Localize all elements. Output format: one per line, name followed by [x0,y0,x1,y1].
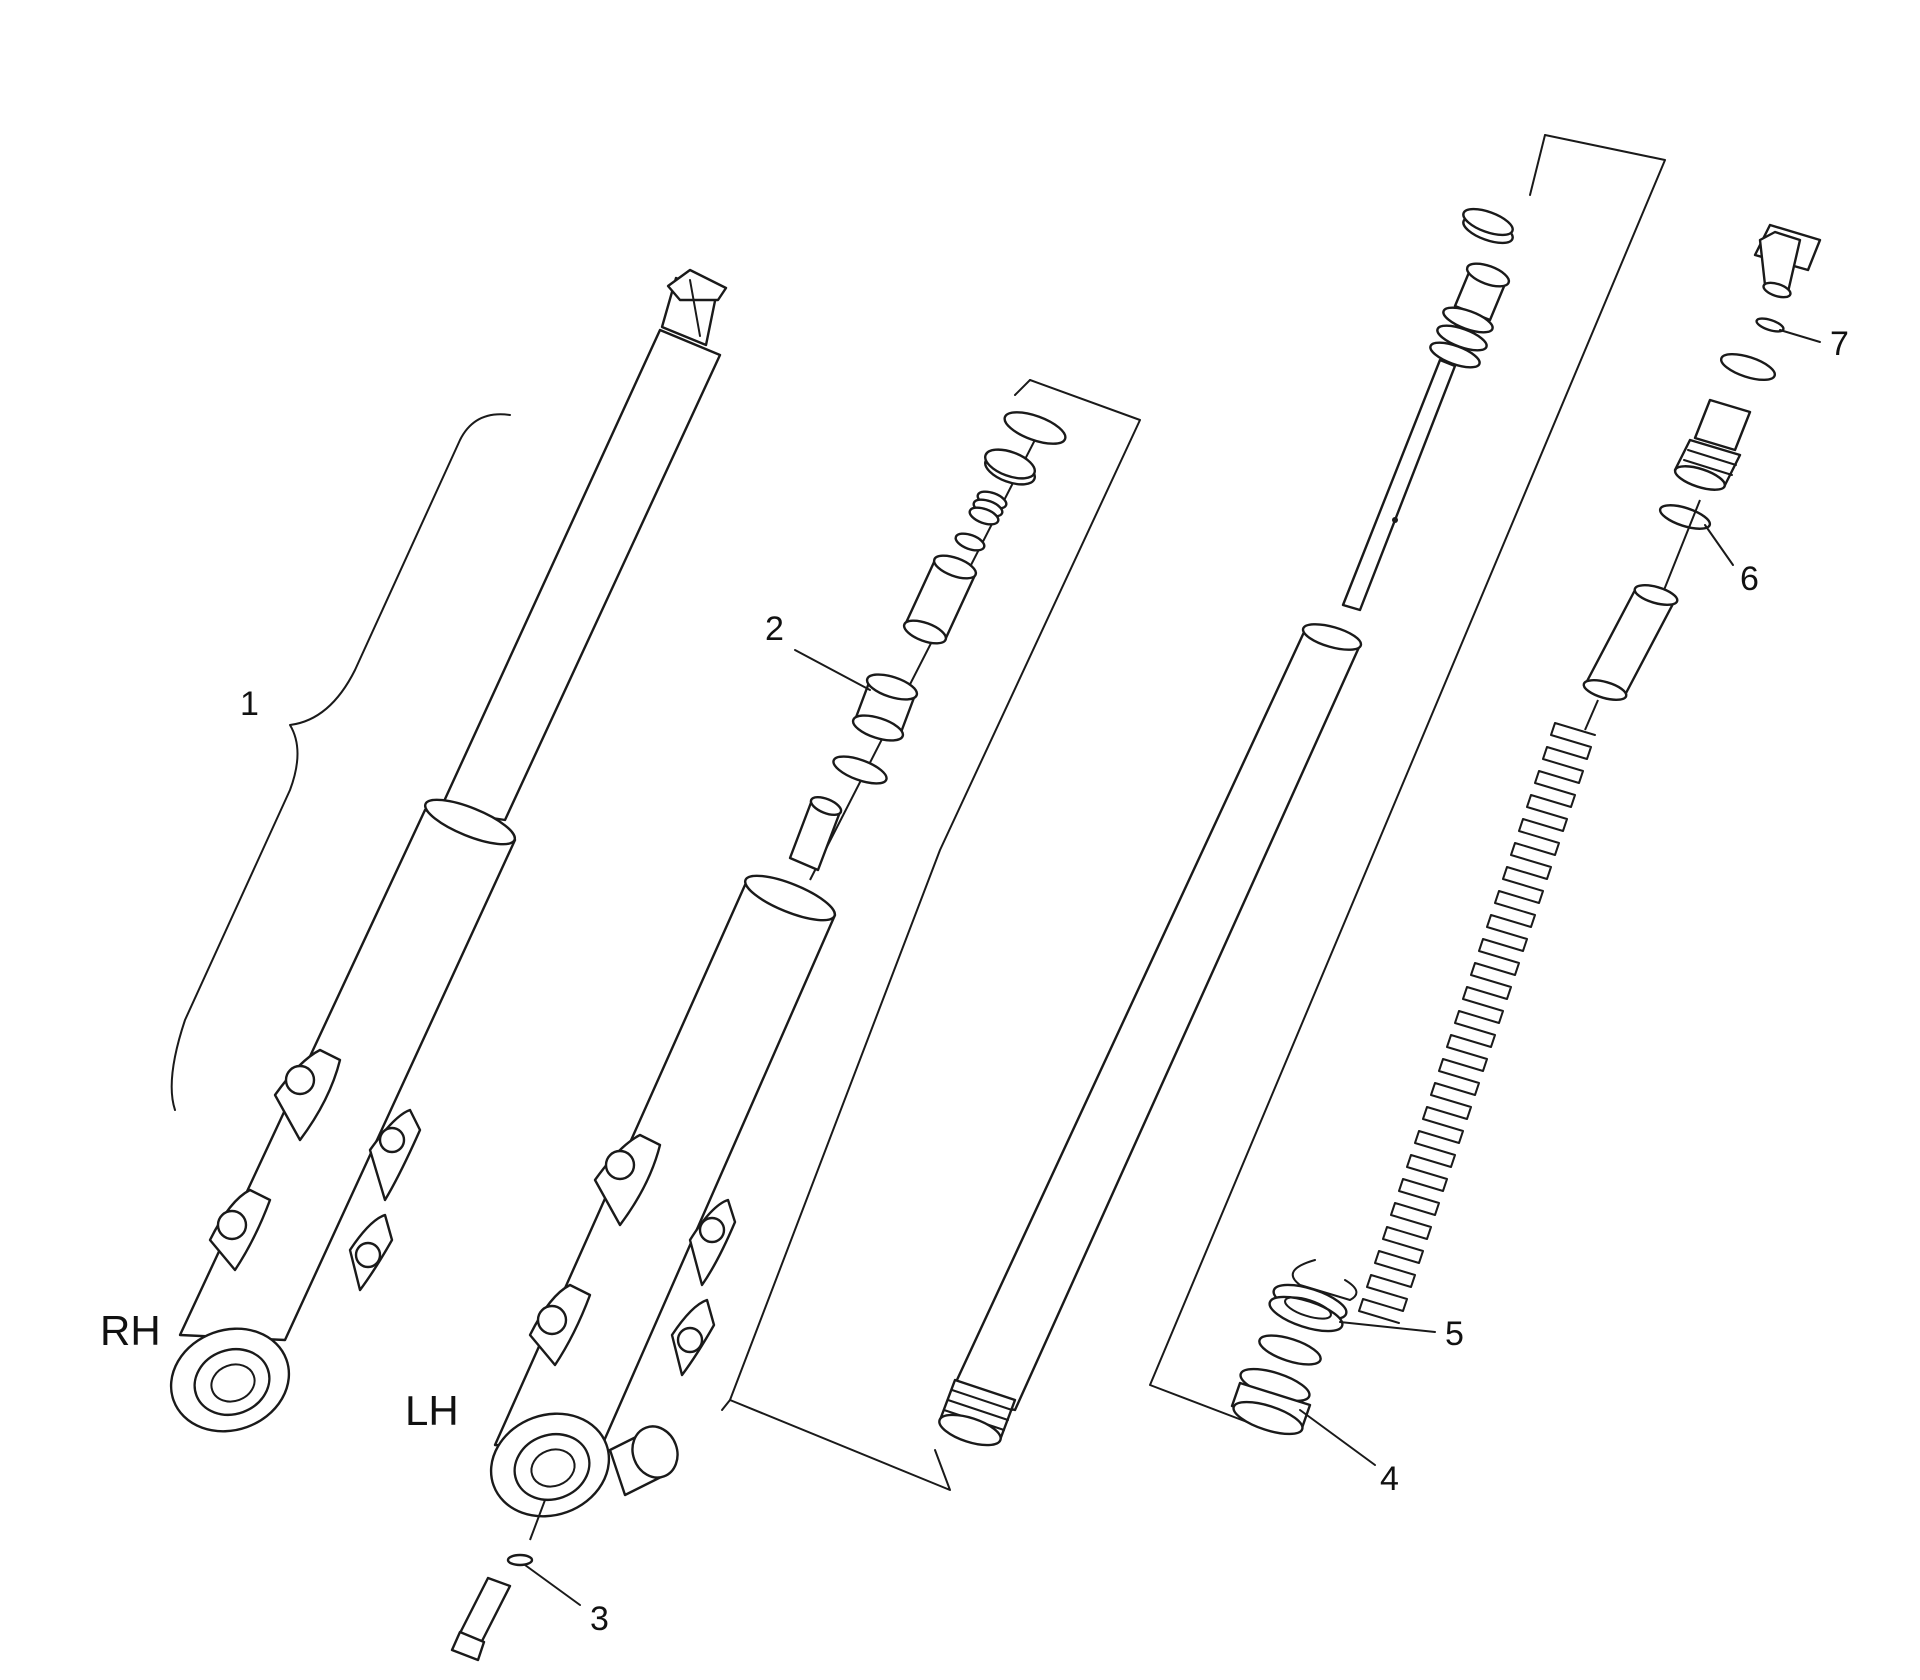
o-ring-7 [1755,317,1785,333]
callout-5: 5 [1445,1315,1464,1353]
fork-cap-plug [1673,398,1752,491]
label-lh: LH [405,1387,459,1434]
oil-seal-5 [1268,1283,1348,1333]
slider-bushing [851,673,919,742]
spring-spacer [1582,584,1679,701]
drain-washer [506,1553,534,1567]
lock-piece [788,795,843,872]
lh-axle-eye [489,1412,611,1518]
seal-washer [1258,1334,1322,1366]
callout-7: 7 [1830,325,1849,363]
callout-1: 1 [240,685,259,723]
rh-axle-eye [169,1327,291,1433]
washer-top [1719,352,1777,382]
callout-6: 6 [1740,560,1759,598]
assembly-bracket [170,413,511,1111]
damper-rod-stack [809,411,1067,881]
right-exploded-bracket [1149,134,1666,1426]
o-ring-6 [1658,504,1712,530]
retaining-clip [1291,1259,1358,1301]
rebound-spring [968,490,1008,526]
rh-fork-leg [169,268,728,1433]
label-rh: RH [100,1307,161,1354]
middle-exploded-bracket [729,379,1141,1491]
lh-fork-leg [489,874,837,1518]
rh-cap-bolt [660,268,728,347]
callout-3: 3 [590,1600,609,1638]
damper-rod [1341,207,1514,612]
damper-rod-piston [1429,262,1511,369]
seal-ring [832,755,888,785]
rh-caliper-mount [208,1048,422,1292]
fork-spring [1358,722,1596,1324]
leader-lines [524,329,1821,1606]
callout-2: 2 [765,610,784,648]
lh-caliper-mount [528,1133,737,1377]
dust-seal-4 [1230,1367,1312,1436]
drain-screw [450,1499,546,1662]
axle-collar [608,1425,679,1497]
rh-fork-tube [438,328,722,822]
callout-4: 4 [1380,1460,1399,1498]
inner-fork-tube [938,623,1363,1447]
inner-tube-threads [938,1378,1017,1447]
lh-slider [493,883,837,1452]
fork-cap-bolt [1753,223,1822,299]
